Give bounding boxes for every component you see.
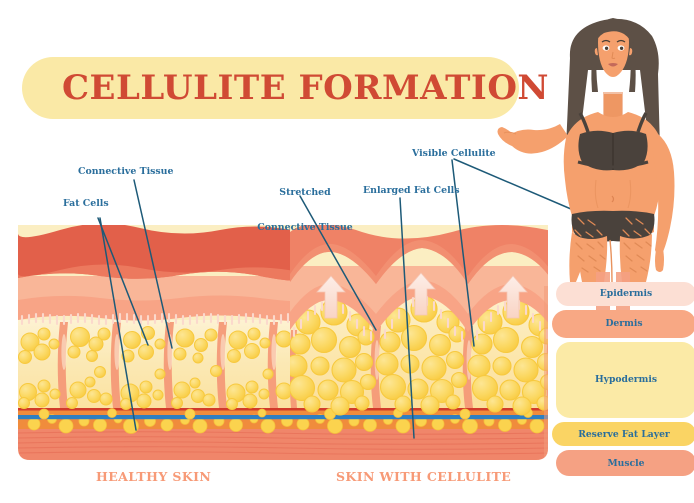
title-banner (22, 57, 519, 119)
label-stretched-line2: Connective Tissue (257, 221, 353, 233)
dermal-papillae (20, 312, 290, 326)
cellulite-marks (574, 217, 652, 273)
leader-visible-cellulite-section (451, 159, 475, 347)
leader-stretched-connective (299, 195, 377, 331)
fat-cells-healthy (18, 326, 290, 364)
leader-fat-cells-a (97, 217, 149, 346)
legend-bar-reserve-fat-layer (552, 422, 694, 446)
epidermis-cellulite (290, 225, 548, 286)
legend-bar-hypodermis (556, 342, 694, 418)
panties (571, 210, 655, 242)
leader-visible-cellulite-thigh (453, 158, 579, 213)
leader-lines (97, 158, 579, 439)
page-title: CELLULITE FORMATION (62, 68, 550, 108)
healthy-skin-half (18, 225, 290, 410)
label-enlarged-fat-cells: Enlarged Fat Cells (363, 185, 460, 196)
label-visible-cellulite: Visible Cellulite (412, 148, 496, 159)
muscle-layer (18, 428, 548, 460)
legend-bar-epidermis (556, 282, 694, 306)
legend-label-epidermis: Epidermis (599, 288, 653, 299)
legend-label-dermis: Dermis (605, 318, 643, 329)
section-label-healthy-skin: HEALTHY SKIN (96, 469, 212, 484)
leader-connective-tissue (133, 179, 173, 349)
label-fat-cells: Fat Cells (63, 198, 109, 209)
legend-label-reserve-fat-layer: Reserve Fat Layer (578, 429, 670, 440)
woman-illustration (497, 18, 675, 283)
section-label-skin-with-cellulite: SKIN WITH CELLULITE (336, 469, 512, 484)
legend-label-hypodermis: Hypodermis (594, 374, 658, 385)
legend-label-muscle: Muscle (607, 458, 645, 469)
legend-bar-muscle (556, 450, 694, 476)
leader-enlarged-fat-cells (399, 197, 415, 439)
legend-bar-dermis (552, 310, 694, 338)
leader-fat-cells-b (99, 217, 137, 431)
label-connective-tissue: Connective Tissue (78, 166, 174, 177)
label-stretched-connective-tissue: Stretched Connective Tissue (250, 164, 360, 256)
legend-bars (552, 272, 694, 476)
pressure-arrows (316, 272, 528, 319)
label-stretched-line1: Stretched (279, 187, 331, 198)
cellulite-skin-half (290, 225, 548, 416)
skin-cross-section (18, 225, 548, 460)
